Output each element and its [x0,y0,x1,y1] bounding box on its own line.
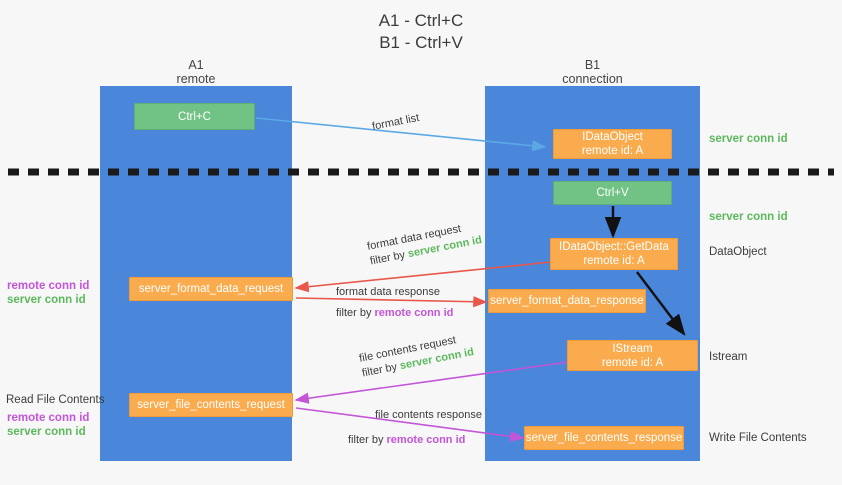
node-server-format-data-request-label: server_format_data_request [138,283,284,295]
node-idataobject-remote-id: remote id: A [581,145,644,157]
node-server-file-contents-response-label: server_file_contents_response [525,432,683,444]
left-label-format-conn-ids: remote conn id server conn id [7,279,89,307]
node-istream[interactable]: IStream remote id: A [567,340,698,371]
node-idataobject-label: IDataObject [582,131,643,143]
left-label-remote-conn-id: remote conn id [7,280,90,292]
node-istream-remote-id: remote id: A [601,356,664,369]
left-label-server-conn-id: server conn id [7,294,86,306]
right-label-write-file-contents: Write File Contents [709,432,807,444]
edge-label-format-data-request: format data request filter by server con… [366,218,483,269]
edge-label-file-contents-response-line1: file contents response [375,409,483,421]
right-label-server-conn-id-mid: server conn id [709,211,788,223]
filter-value-remote-conn-id: remote conn id [374,307,454,319]
node-ctrl-c[interactable]: Ctrl+C [134,103,255,130]
node-idataobject[interactable]: IDataObject remote id: A [553,129,672,159]
lane-header-b1: B1 connection [485,58,700,86]
edge-label-format-data-response-line1: format data response [336,286,440,298]
node-server-format-data-response-label: server_format_data_response [490,295,644,307]
node-server-format-data-request[interactable]: server_format_data_request [129,277,293,301]
node-server-file-contents-request-label: server_file_contents_request [137,399,285,411]
node-server-format-data-response[interactable]: server_format_data_response [488,289,646,313]
node-idataobject-getdata[interactable]: IDataObject::GetData remote id: A [550,238,678,270]
filter-prefix: filter by [336,307,375,319]
edge-label-format-data-response-filter: filter by remote conn id [336,306,453,321]
lane-b1-subtitle: connection [562,72,623,86]
node-ctrl-v-label: Ctrl+V [596,187,629,199]
lane-a1-subtitle: remote [176,72,216,86]
lane-b1-title: B1 [584,58,601,72]
left-label-read-remote-conn-id: remote conn id [7,412,90,424]
right-label-server-conn-id-top: server conn id [709,133,788,145]
filter-prefix: filter by [348,434,387,446]
node-ctrl-c-label: Ctrl+C [178,110,211,123]
page-title: A1 - Ctrl+C B1 - Ctrl+V [378,11,464,52]
lane-a1-title: A1 [188,58,204,72]
node-idataobject-getdata-label: IDataObject::GetData [559,241,669,253]
edge-label-format-list-text: format list [371,111,421,133]
left-label-read-server-conn-id: server conn id [7,426,86,438]
right-label-dataobject: DataObject [709,246,767,258]
left-label-read-file-contents-heading: Read File Contents [6,394,105,406]
edge-label-file-contents-response: file contents response filter by remote … [348,408,483,448]
node-istream-label: IStream [612,342,653,355]
filter-value-remote-conn-id: remote conn id [386,434,466,446]
lane-header-a1: A1 remote [100,58,292,86]
edge-label-file-contents-response-filter: filter by remote conn id [348,433,482,448]
edge-label-file-contents-request: file contents request filter by server c… [358,330,475,381]
left-label-read-file-contents-group: Read File Contents remote conn id server… [6,393,105,439]
edge-label-format-list: format list [371,111,421,135]
right-label-istream: Istream [709,351,748,363]
edge-label-format-data-response: format data response filter by remote co… [336,285,453,321]
node-ctrl-v[interactable]: Ctrl+V [553,181,672,205]
node-server-file-contents-response[interactable]: server_file_contents_response [524,426,684,450]
node-idataobject-getdata-remote-id: remote id: A [583,255,645,267]
node-server-file-contents-request[interactable]: server_file_contents_request [129,393,293,417]
